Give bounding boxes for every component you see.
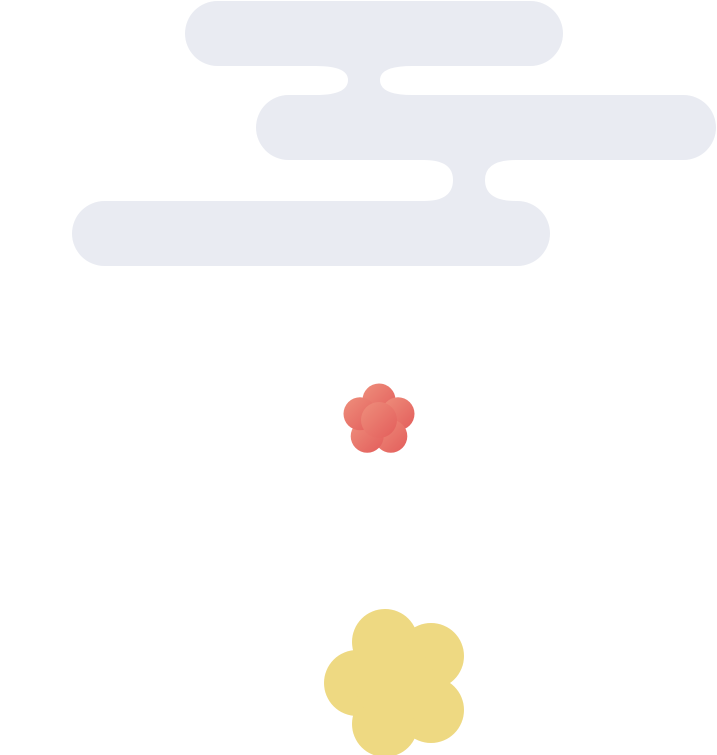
cloud-icon: [72, 1, 716, 266]
small-flower-icon: [343, 383, 415, 453]
cloud-band-bottom: [72, 201, 550, 266]
flower-center: [361, 402, 397, 438]
flower-center: [355, 643, 435, 723]
cloud-band-top: [185, 1, 563, 66]
cloud-band-middle: [256, 95, 716, 160]
cloud-connector-lower: [424, 160, 516, 201]
large-flower-icon: [324, 609, 464, 755]
cloud-connector-upper: [316, 66, 412, 95]
